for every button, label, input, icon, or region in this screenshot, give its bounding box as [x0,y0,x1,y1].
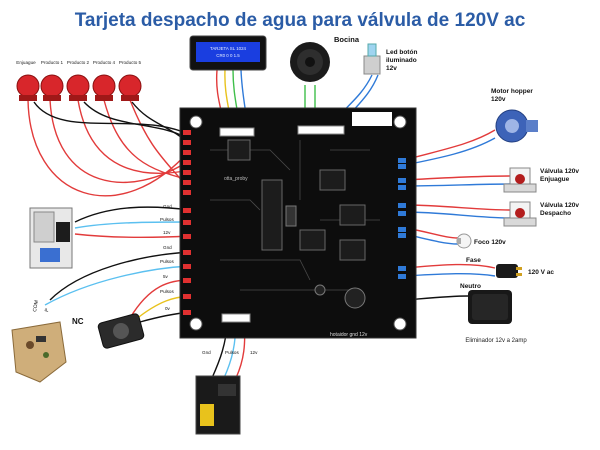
button-label-1: Producto 1 [41,60,64,65]
valve1-label-1: Válvula 120v [540,168,579,175]
valve-despacho: Válvula 120v Despacho [503,201,579,227]
lbl-bottom-gnd: Gnd [202,350,211,355]
hall-sensor: NC COM P [11,300,84,383]
lbl-bottom-12v: 12v [250,350,258,355]
left-wire-labels: Gnd Pulsos 12v Gnd Pulsos 5v Pulsos 0v [160,204,174,311]
board-brand: otta_proby [224,176,248,182]
ac-plug: Fase 120 V ac Neutro [460,257,554,290]
lcd-line-1: TARJETA SL 1024 [210,46,247,51]
lbl-pulsos-2: Pulsos [160,259,174,264]
motor-hopper: Motor hopper 120v [491,88,538,143]
lbl-0v: 0v [165,306,171,311]
button-label-0: Enjuague [16,60,36,65]
wire-button-1 [27,99,191,197]
lbl-5v: 5v [163,274,169,279]
lcd-display: TARJETA SL 1024 CR0 0 0 1.5 [189,35,267,71]
button-producto-2: Producto 2 [66,60,90,101]
lbl-gnd-2: Gnd [163,245,172,250]
button-enjuague: Enjuague [16,60,40,101]
control-board: otta_proby hotaidor gnd 12v [179,107,417,339]
button-label-3: Producto 4 [93,60,116,65]
motor-label-1: Motor hopper [491,88,533,95]
neutro-label: Neutro [460,283,481,290]
lbl-bottom-pulsos: Pulsos [225,350,239,355]
motor-label-2: 120v [491,96,506,103]
power-adapter: Eliminador 12v a 2amp [465,290,527,344]
speaker: Bocina [290,35,360,82]
led-label-3: 12v [386,65,397,72]
flow-sensor [97,313,145,349]
button-label-2: Producto 2 [67,60,90,65]
lbl-pulsos-1: Pulsos [160,217,174,222]
bill-acceptor: Gnd Pulsos 12v [195,350,258,435]
lbl-nc: NC [72,317,84,326]
led-label-2: iluminado [386,57,417,64]
speaker-label: Bocina [334,35,360,44]
lbl-com: COM [32,300,40,313]
lbl-p: P [44,307,51,312]
button-producto-4: Producto 4 [92,60,116,101]
button-label-4: Producto 5 [119,60,142,65]
adapter-label: Eliminador 12v a 2amp [465,338,527,344]
lbl-pulsos-3: Pulsos [160,289,174,294]
button-producto-1: Producto 1 [40,60,64,101]
ac-label: 120 V ac [528,269,554,276]
lbl-gnd-1: Gnd [163,204,172,209]
diagram-title: Tarjeta despacho de agua para válvula de… [75,10,526,31]
coin-acceptor [29,207,73,269]
led-label-1: Led botón [386,49,417,56]
valve-enjuague: Válvula 120v Enjuague [503,167,579,193]
button-producto-5: Producto 5 [118,60,142,101]
valve2-label-2: Despacho [540,210,571,217]
valve2-label-1: Válvula 120v [540,202,579,209]
board-footer: hotaidor gnd 12v [330,332,368,338]
lcd-line-2: CR0 0 0 1.5 [216,53,240,58]
led-button: Led botón iluminado 12v [363,43,417,75]
lamp: Foco 120v [456,233,506,249]
lbl-12v-1: 12v [163,230,171,235]
lamp-label: Foco 120v [474,239,506,246]
valve1-label-2: Enjuague [540,176,570,183]
fase-label: Fase [466,257,481,264]
push-buttons: Enjuague Producto 1 Producto 2 Producto … [16,60,142,101]
